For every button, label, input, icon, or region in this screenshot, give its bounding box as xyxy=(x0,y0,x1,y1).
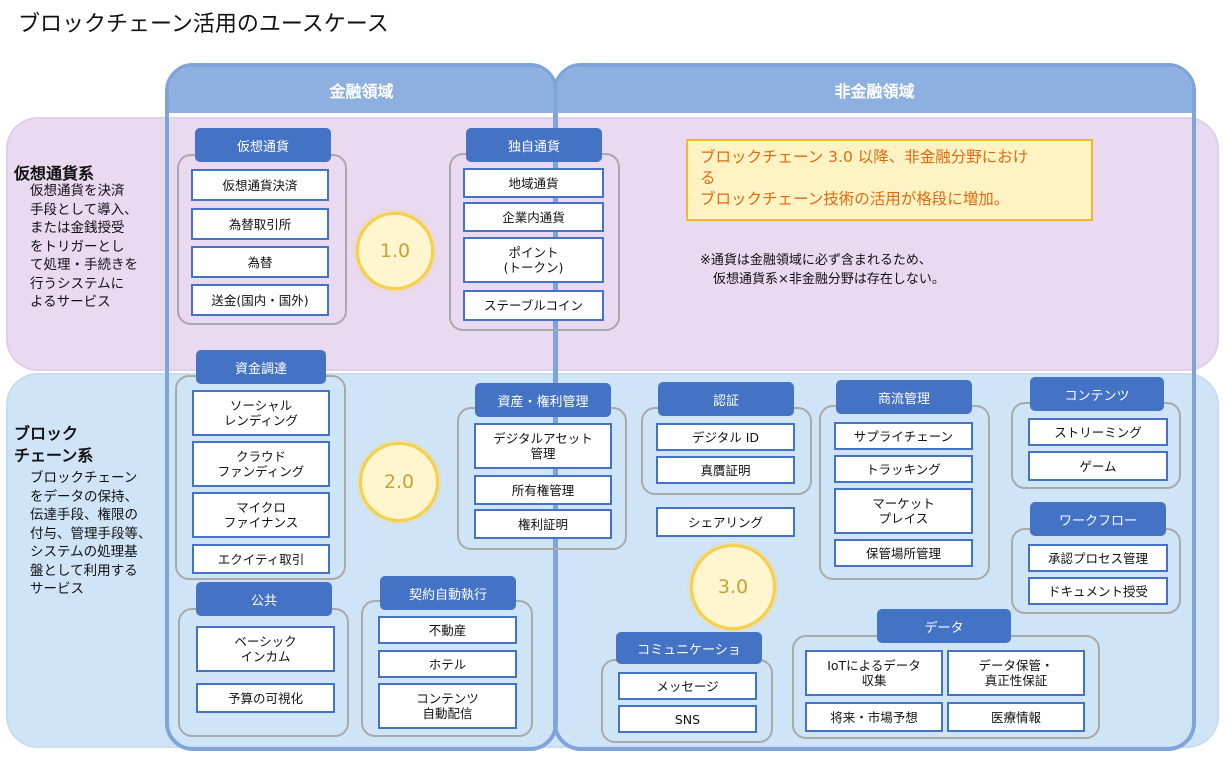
group-item: マーケット プレイス xyxy=(834,488,973,534)
group-item: 承認プロセス管理 xyxy=(1028,544,1168,572)
group-item: 医療情報 xyxy=(947,702,1085,732)
version-circle-3: 3.0 xyxy=(690,544,776,630)
group-item: データ保管・ 真正性保証 xyxy=(947,650,1085,696)
callout-box: ブロックチェーン 3.0 以降、非金融分野におけ る ブロックチェーン技術の活用… xyxy=(686,139,1093,221)
group-item: 保管場所管理 xyxy=(834,539,973,567)
group-header-keiyaku: 契約自動執行 xyxy=(380,576,516,610)
group-item: ポイント (トークン) xyxy=(463,237,604,283)
group-header-workflow: ワークフロー xyxy=(1030,502,1166,536)
group-item: デジタル ID xyxy=(656,423,795,451)
group-item: 所有権管理 xyxy=(474,475,612,505)
group-item: エクイティ取引 xyxy=(192,544,330,574)
group-item: SNS xyxy=(618,705,757,733)
crypto-row-title: 仮想通貨系 xyxy=(14,164,95,183)
group-header-shikin: 資金調達 xyxy=(196,350,326,384)
group-item: ドキュメント授受 xyxy=(1028,577,1168,605)
group-header-shisan: 資産・権利管理 xyxy=(475,383,611,417)
group-item: 為替 xyxy=(191,246,329,278)
group-header-ninsho: 認証 xyxy=(658,382,794,416)
group-item: ストリーミング xyxy=(1028,418,1168,446)
group-item: ベーシック インカム xyxy=(196,626,335,672)
non-finance-domain-header: 非金融領域 xyxy=(557,67,1192,113)
group-item: サプライチェーン xyxy=(834,422,973,450)
group-item: 将来・市場予想 xyxy=(805,702,943,732)
crypto-row-desc: 仮想通貨を決済 手段として導入、 または金銭授受 をトリガーとし て処理・手続き… xyxy=(30,183,138,310)
group-item: 地域通貨 xyxy=(463,168,604,198)
version-circle-2: 2.0 xyxy=(359,442,439,522)
group-item: クラウド ファンディング xyxy=(192,441,330,487)
group-item: 不動産 xyxy=(378,616,517,644)
group-header-comm: コミュニケーショ xyxy=(616,632,762,664)
note-text: ※通貨は金融領域に必ず含まれるため、 仮想通貨系×非金融分野は存在しない。 xyxy=(700,253,945,287)
group-item: メッセージ xyxy=(618,672,757,700)
chain-row-desc: ブロックチェーン をデータの保持、 伝達手段、権限の 付与、管理手段等、 システ… xyxy=(30,470,152,597)
group-item: IoTによるデータ 収集 xyxy=(805,650,943,696)
group-item: ソーシャル レンディング xyxy=(192,390,330,436)
version-circle-1: 1.0 xyxy=(356,212,434,290)
group-item: コンテンツ 自動配信 xyxy=(378,683,517,729)
chain-row-title: ブロック チェーン系 xyxy=(14,424,94,465)
sharing-item: シェアリング xyxy=(656,507,795,537)
group-header-dokuji: 独自通貨 xyxy=(466,128,602,162)
group-item: デジタルアセット 管理 xyxy=(474,423,612,469)
group-item: トラッキング xyxy=(834,455,973,483)
group-item: 送金(国内・国外) xyxy=(191,284,329,316)
group-item: 為替取引所 xyxy=(191,208,329,240)
group-header-data: データ xyxy=(877,609,1011,643)
group-item: マイクロ ファイナンス xyxy=(192,492,330,538)
group-item: 仮想通貨決済 xyxy=(191,169,329,201)
group-item: ゲーム xyxy=(1028,451,1168,481)
group-header-shoryu: 商流管理 xyxy=(836,380,972,414)
group-item: 真贋証明 xyxy=(656,456,795,484)
group-item: 権利証明 xyxy=(474,509,612,539)
group-header-kasou: 仮想通貨 xyxy=(195,128,331,162)
group-item: 予算の可視化 xyxy=(196,683,335,713)
group-header-kokyo: 公共 xyxy=(196,582,332,616)
page-title: ブロックチェーン活用のユースケース xyxy=(18,12,389,37)
group-item: ホテル xyxy=(378,650,517,678)
group-item: 企業内通貨 xyxy=(463,202,604,232)
finance-domain-header: 金融領域 xyxy=(169,67,554,113)
group-item: ステーブルコイン xyxy=(463,290,604,321)
group-header-contents: コンテンツ xyxy=(1030,377,1164,411)
